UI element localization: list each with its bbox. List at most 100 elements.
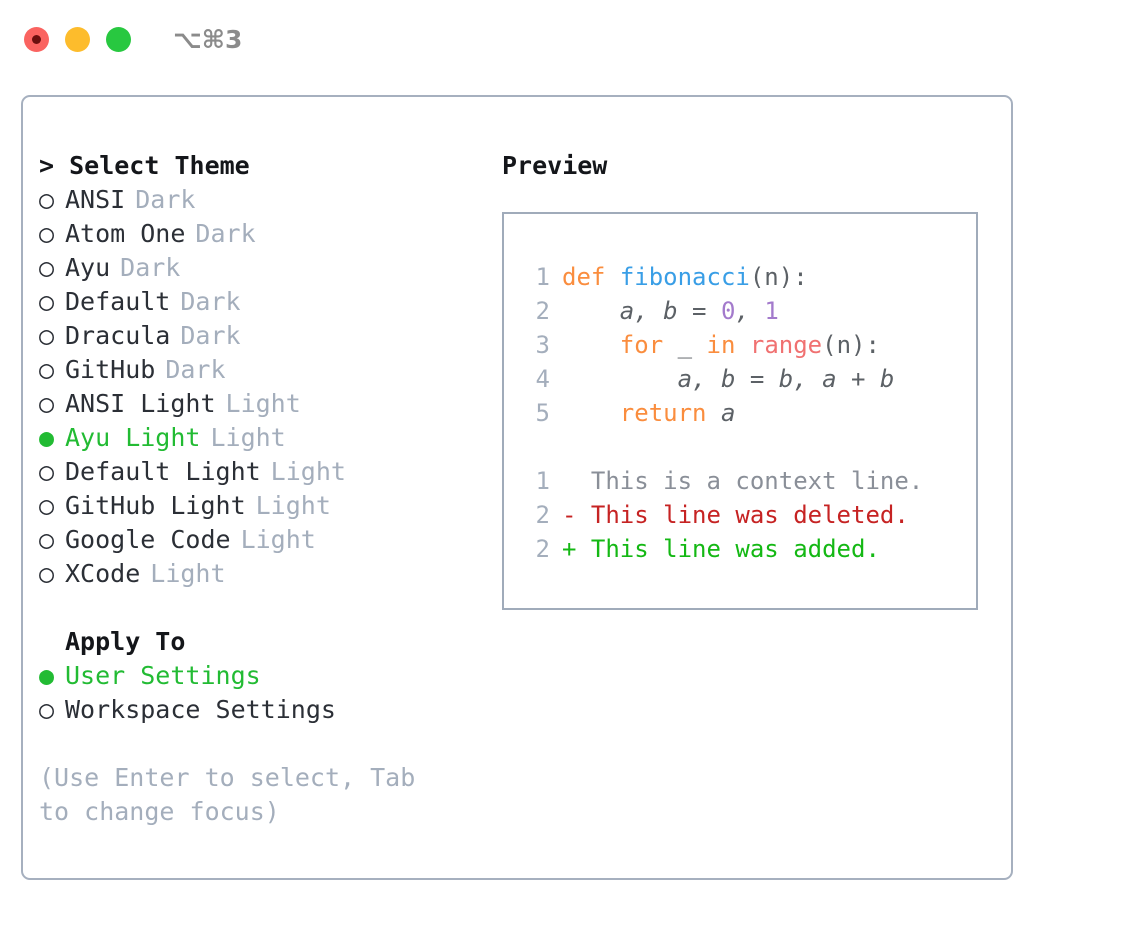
code-line: 1 def fibonacci(n):: [524, 260, 976, 294]
theme-option-label: Dracula: [65, 321, 171, 350]
code-token-num: 0: [720, 297, 736, 325]
code-line-number: 1: [535, 263, 550, 291]
theme-option-xcode[interactable]: ○ XCode Light: [39, 557, 469, 591]
theme-option-label: ANSI Light: [65, 389, 216, 418]
code-line-number: 4: [535, 365, 550, 393]
close-window-button[interactable]: [24, 26, 49, 52]
apply-to-list: ●User Settings○ Workspace Settings: [39, 659, 469, 727]
code-line: 5 return a: [524, 396, 976, 430]
theme-variant-badge: Light: [240, 525, 316, 554]
theme-option-github[interactable]: ○ GitHub Dark: [39, 353, 469, 387]
minimize-window-button[interactable]: [65, 26, 90, 52]
code-token-fn: fibonacci: [619, 263, 750, 291]
theme-variant-badge: Light: [150, 559, 226, 588]
code-line: 2 a, b = 0, 1: [524, 294, 976, 328]
theme-option-github-light[interactable]: ○ GitHub Light Light: [39, 489, 469, 523]
theme-option-label: Default Light: [65, 457, 261, 486]
diff-text: This is a context line.: [590, 467, 924, 495]
apply-to-section: Apply To ●User Settings○ Workspace Settin…: [39, 625, 469, 727]
theme-variant-badge: Dark: [165, 355, 226, 384]
code-token-num: 1: [764, 297, 779, 325]
radio-unselected-icon: ○: [39, 185, 55, 214]
diff-line-add: 2 + This line was added.: [524, 532, 976, 566]
radio-unselected-icon: ○: [39, 355, 55, 384]
code-token-plain: a: [706, 399, 736, 427]
diff-sign: [562, 467, 591, 495]
code-token-plain: ,: [735, 297, 765, 325]
code-line-number: 3: [535, 331, 550, 359]
diff-text: This line was deleted.: [590, 501, 909, 529]
code-token-builtin: range: [749, 331, 823, 359]
code-token-plain: a, b = b, a + b: [562, 365, 895, 393]
theme-option-label: GitHub: [65, 355, 156, 384]
code-token-kw: def: [562, 263, 606, 291]
apply-to-heading: Apply To: [65, 627, 186, 656]
code-line: 4 a, b = b, a + b: [524, 362, 976, 396]
apply-to-option-label: Workspace Settings: [65, 695, 336, 724]
select-theme-heading: > Select Theme: [39, 151, 250, 180]
close-icon: [32, 34, 41, 44]
diff-line-del: 2- This line was deleted.: [524, 498, 976, 532]
code-token-punct: (n):: [749, 263, 808, 291]
traffic-lights: [24, 26, 131, 52]
theme-option-label: ANSI: [65, 185, 126, 214]
theme-option-label: Atom One: [65, 219, 186, 248]
preview-spacer: [524, 430, 976, 464]
theme-variant-badge: Light: [255, 491, 331, 520]
apply-to-option-user-settings[interactable]: ●User Settings: [39, 659, 469, 693]
code-token-punct: (n):: [822, 331, 880, 359]
theme-option-label: Default: [65, 287, 171, 316]
radio-unselected-icon: ○: [39, 559, 55, 588]
diff-sign: +: [562, 535, 591, 563]
code-line: 3 for _ in range(n):: [524, 328, 976, 362]
radio-unselected-icon: ○: [39, 287, 55, 316]
diff-line-number: 1: [535, 467, 550, 495]
theme-variant-badge: Light: [225, 389, 301, 418]
diff-line-number: 2: [535, 535, 550, 563]
code-token-plain: [562, 331, 620, 359]
radio-unselected-icon: ○: [39, 321, 55, 350]
radio-unselected-icon: ○: [39, 695, 55, 724]
radio-selected-icon: ●: [39, 661, 55, 690]
code-token-plain: a, b =: [562, 297, 721, 325]
maximize-window-button[interactable]: [106, 26, 131, 52]
code-token-plain: [735, 331, 749, 359]
diff-sign: -: [562, 501, 591, 529]
diff-line-ctx: 1 This is a context line.: [524, 464, 976, 498]
radio-unselected-icon: ○: [39, 525, 55, 554]
apply-to-option-workspace-settings[interactable]: ○ Workspace Settings: [39, 693, 469, 727]
radio-unselected-icon: ○: [39, 253, 55, 282]
diff-text: This line was added.: [590, 535, 880, 563]
theme-option-label: Ayu: [65, 253, 111, 282]
code-token-kw: return: [619, 399, 707, 427]
radio-unselected-icon: ○: [39, 491, 55, 520]
radio-selected-icon: ●: [39, 423, 55, 452]
theme-option-label: XCode: [65, 559, 141, 588]
code-token-kw: for: [619, 331, 664, 359]
code-line-number: 2: [535, 297, 550, 325]
theme-option-label: GitHub Light: [65, 491, 246, 520]
theme-variant-badge: Light: [210, 423, 286, 452]
keyboard-hint-text: (Use Enter to select, Tab to change focu…: [39, 763, 431, 826]
diff-line-number: 2: [535, 501, 550, 529]
theme-variant-badge: Dark: [195, 219, 256, 248]
code-token-plain: _: [663, 331, 707, 359]
code-token-plain: [605, 263, 619, 291]
theme-variant-badge: Light: [270, 457, 346, 486]
